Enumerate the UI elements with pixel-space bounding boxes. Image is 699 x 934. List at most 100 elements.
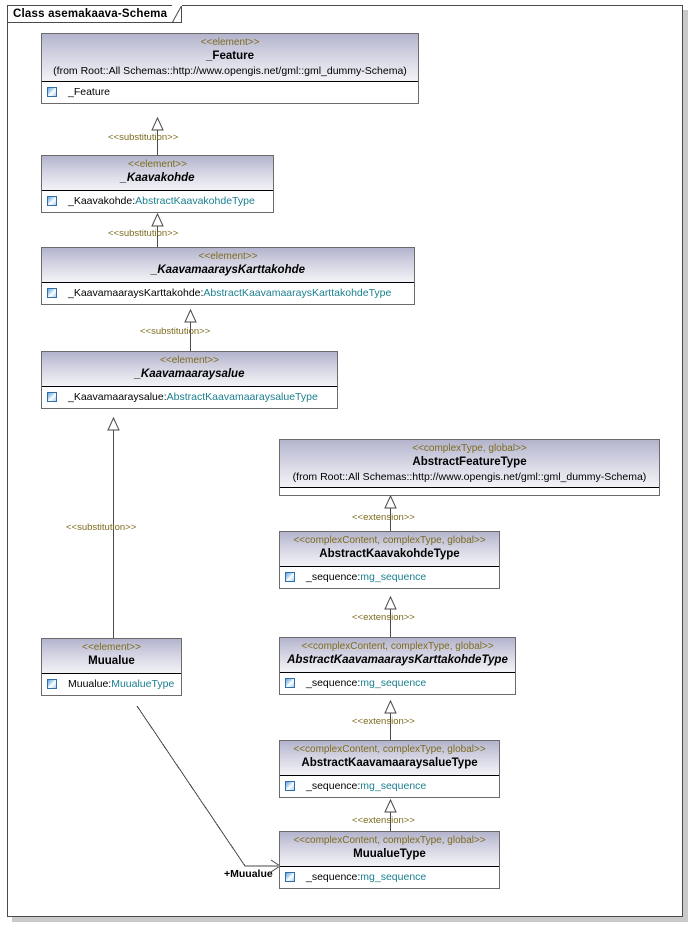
attribute-name: _sequence: (306, 780, 361, 792)
class-box-abstractkaavamaaraysaluetype[interactable]: <<complexContent, complexType, global>> … (279, 740, 500, 798)
class-stereotype: <<element>> (82, 642, 141, 653)
frame-shadow-bottom (12, 917, 688, 922)
connector-label-sub3: <<substitution>> (140, 326, 211, 337)
attribute-icon (285, 678, 295, 688)
class-stereotype: <<element>> (160, 355, 219, 366)
class-header: <<complexContent, complexType, global>> … (280, 741, 499, 776)
attribute-name: _KaavamaaraysKarttakohde: (68, 287, 204, 299)
attribute-icon (285, 872, 295, 882)
attribute-row[interactable]: _Kaavakohde: AbstractKaavakohdeType (47, 194, 269, 208)
class-header: <<element>> _KaavamaaraysKarttakohde (42, 248, 414, 283)
class-attributes: _Feature (42, 82, 418, 103)
class-name: AbstractKaavamaaraysalueType (301, 757, 478, 769)
class-stereotype: <<element>> (198, 251, 258, 262)
attribute-icon (47, 288, 57, 298)
attribute-type: MuualueType (111, 678, 175, 690)
attribute-type: mg_sequence (360, 677, 427, 689)
attribute-type: AbstractKaavakohdeType (135, 195, 255, 207)
class-attributes (280, 488, 659, 495)
class-stereotype: <<element>> (200, 37, 260, 48)
class-box-muualuetype[interactable]: <<complexContent, complexType, global>> … (279, 831, 500, 889)
attribute-icon (47, 196, 57, 206)
class-box-abstractkaavamaarayskarttakohdetype[interactable]: <<complexContent, complexType, global>> … (279, 637, 516, 695)
class-stereotype: <<complexContent, complexType, global>> (293, 535, 486, 546)
class-box-abstractkaavakohdetype[interactable]: <<complexContent, complexType, global>> … (279, 531, 500, 589)
attribute-name: _Kaavakohde: (68, 195, 136, 207)
attribute-row[interactable]: _KaavamaaraysKarttakohde: AbstractKaavam… (47, 286, 410, 300)
attribute-name: _Kaavamaaraysalue: (68, 391, 167, 403)
attribute-row[interactable]: _sequence: mg_sequence (285, 676, 511, 690)
class-name: AbstractKaavakohdeType (319, 548, 460, 560)
class-stereotype: <<element>> (128, 159, 187, 170)
diagram-title-label: Class asemakaava-Schema (13, 8, 168, 20)
attribute-row[interactable]: _Feature (47, 85, 414, 99)
class-stereotype: <<complexContent, complexType, global>> (301, 641, 494, 652)
attribute-icon (285, 781, 295, 791)
class-attributes: _sequence: mg_sequence (280, 567, 499, 588)
class-source-path: (from Root::All Schemas::http://www.open… (292, 471, 647, 483)
class-attributes: _KaavamaaraysKarttakohde: AbstractKaavam… (42, 283, 414, 304)
class-attributes: _Kaavamaaraysalue: AbstractKaavamaaraysa… (42, 387, 337, 408)
connector-label-sub1: <<substitution>> (108, 132, 179, 143)
attribute-row[interactable]: _sequence: mg_sequence (285, 570, 495, 584)
attribute-type: mg_sequence (360, 571, 427, 583)
class-box-kaavamaaraysalue[interactable]: <<element>> _Kaavamaaraysalue _Kaavamaar… (41, 351, 338, 409)
attribute-icon (285, 572, 295, 582)
class-box-muualue[interactable]: <<element>> Muualue Muualue: MuualueType (41, 638, 182, 696)
attribute-name: Muualue: (68, 678, 112, 690)
class-name: AbstractKaavamaaraysKarttakohdeType (287, 654, 508, 666)
class-header: <<complexContent, complexType, global>> … (280, 532, 499, 567)
frame-shadow-right (683, 10, 688, 922)
connector-label-ext1: <<extension>> (352, 512, 415, 523)
attribute-name: _Feature (68, 86, 111, 98)
attribute-type: AbstractKaavamaaraysKarttakohdeType (203, 287, 392, 299)
class-name: MuualueType (353, 848, 426, 860)
class-header: <<complexType, global>> AbstractFeatureT… (280, 440, 659, 488)
attribute-name: _sequence: (306, 571, 361, 583)
connector-label-sub4: <<substitution>> (66, 522, 137, 533)
class-attributes: Muualue: MuualueType (42, 674, 181, 695)
class-header: <<complexContent, complexType, global>> … (280, 638, 515, 673)
class-header: <<element>> _Feature (from Root::All Sch… (42, 34, 418, 82)
attribute-name: _sequence: (306, 677, 361, 689)
class-header: <<complexContent, complexType, global>> … (280, 832, 499, 867)
class-attributes: _sequence: mg_sequence (280, 673, 515, 694)
connector-label-sub2: <<substitution>> (108, 228, 179, 239)
connector-label-assoc1: +Muualue (224, 868, 273, 880)
connector-label-ext4: <<extension>> (352, 815, 415, 826)
attribute-row[interactable]: _Kaavamaaraysalue: AbstractKaavamaaraysa… (47, 390, 333, 404)
class-stereotype: <<complexContent, complexType, global>> (293, 835, 486, 846)
attribute-icon (47, 392, 57, 402)
class-header: <<element>> Muualue (42, 639, 181, 674)
connector-label-ext3: <<extension>> (352, 716, 415, 727)
class-attributes: _Kaavakohde: AbstractKaavakohdeType (42, 191, 273, 212)
class-stereotype: <<complexType, global>> (412, 443, 527, 454)
attribute-type: AbstractKaavamaaraysalueType (166, 391, 318, 403)
attribute-type: mg_sequence (360, 871, 427, 883)
class-box-abstractfeaturetype[interactable]: <<complexType, global>> AbstractFeatureT… (279, 439, 660, 496)
connector-label-ext2: <<extension>> (352, 612, 415, 623)
class-name: _KaavamaaraysKarttakohde (150, 264, 306, 276)
class-name: Muualue (88, 655, 135, 667)
class-name: _Kaavamaaraysalue (134, 368, 245, 380)
class-box-feature[interactable]: <<element>> _Feature (from Root::All Sch… (41, 33, 419, 104)
class-header: <<element>> _Kaavamaaraysalue (42, 352, 337, 387)
class-name: _Feature (206, 50, 254, 62)
attribute-row[interactable]: _sequence: mg_sequence (285, 870, 495, 884)
class-stereotype: <<complexContent, complexType, global>> (293, 744, 486, 755)
class-box-kaavakohde[interactable]: <<element>> _Kaavakohde _Kaavakohde: Abs… (41, 155, 274, 213)
class-name: _Kaavakohde (120, 172, 195, 184)
class-source-path: (from Root::All Schemas::http://www.open… (53, 65, 407, 77)
class-box-kaavamaarayskarttakohde[interactable]: <<element>> _KaavamaaraysKarttakohde _Ka… (41, 247, 415, 305)
attribute-icon (47, 87, 57, 97)
attribute-row[interactable]: _sequence: mg_sequence (285, 779, 495, 793)
class-name: AbstractFeatureType (412, 456, 527, 468)
attribute-icon (47, 679, 57, 689)
class-attributes: _sequence: mg_sequence (280, 776, 499, 797)
class-header: <<element>> _Kaavakohde (42, 156, 273, 191)
attribute-name: _sequence: (306, 871, 361, 883)
tab-slant-decoration (172, 5, 183, 23)
attribute-type: mg_sequence (360, 780, 427, 792)
attribute-row[interactable]: Muualue: MuualueType (47, 677, 177, 691)
